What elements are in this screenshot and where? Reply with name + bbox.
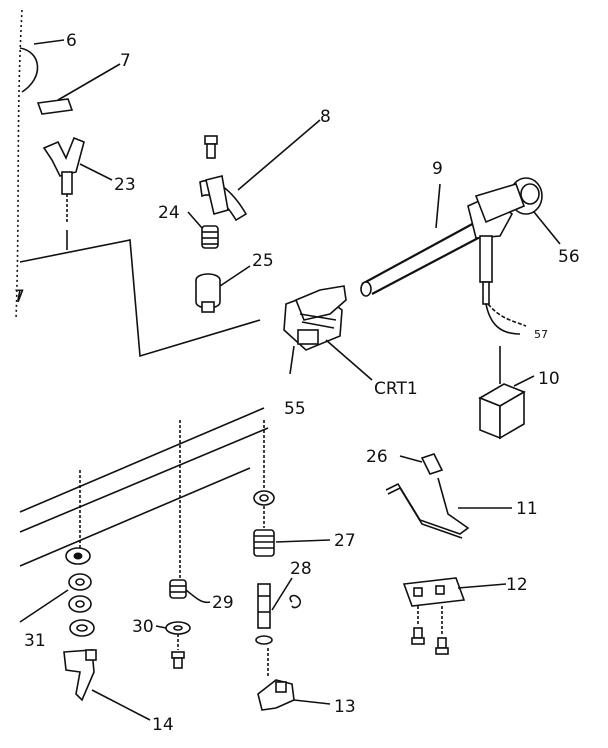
part-7-pad [36, 63, 121, 115]
label-28: 28 [290, 559, 312, 579]
label-14: 14 [152, 715, 174, 735]
part-56-counterweight-pivot [467, 177, 561, 305]
part-28-shaft [255, 577, 293, 645]
part-57-lead-wires [485, 303, 527, 335]
label-26: 26 [366, 447, 388, 467]
part-10-cube [478, 346, 535, 440]
label-55: 55 [284, 399, 306, 419]
part-23-bracket [42, 136, 113, 250]
part-28-e-clip [289, 594, 302, 609]
chassis-dotted-edge [15, 9, 23, 321]
part-14-lever-block [63, 649, 151, 721]
label-7: 7 [120, 51, 131, 71]
part-55-cartridge [283, 285, 373, 381]
part-24-spring [187, 211, 219, 249]
label-9: 9 [432, 159, 443, 179]
part-6-disc-edge [19, 39, 65, 93]
label-25: 25 [252, 251, 274, 271]
label-57: 57 [534, 328, 548, 341]
part-12-plate [402, 577, 507, 607]
part-30-washer-screw [155, 621, 191, 669]
reference-zigzag-upper [17, 239, 261, 358]
part-12-screws [411, 606, 449, 655]
label-crt1: CRT1 [374, 379, 418, 399]
label-13: 13 [334, 697, 356, 717]
part-11-wire-spring [385, 477, 512, 539]
part-26-clip [399, 453, 444, 475]
label-8: 8 [320, 107, 331, 127]
label-10: 10 [538, 369, 560, 389]
label-23: 23 [114, 175, 136, 195]
label-24: 24 [158, 203, 180, 223]
label-11: 11 [516, 499, 538, 519]
part-25-bushing [195, 265, 251, 313]
label-31: 31 [24, 631, 46, 651]
part-29-spring [169, 579, 211, 604]
part-labels: 6 7 8 9 23 24 56 25 7 57 10 CRT1 55 26 1… [14, 31, 580, 735]
part-8-arm-lifter [199, 119, 321, 222]
part-9-tone-arm [360, 183, 483, 297]
part-31-washer-stack [19, 547, 95, 637]
label-56: 56 [558, 247, 580, 267]
label-12: 12 [506, 575, 528, 595]
chassis-lower-lines [19, 407, 269, 582]
label-7-left: 7 [14, 287, 25, 307]
label-27: 27 [334, 531, 356, 551]
part-8-screw-top [204, 135, 218, 159]
label-29: 29 [212, 593, 234, 613]
part-13-bracket [257, 648, 331, 711]
part-27-spring-stack [253, 490, 331, 557]
label-6: 6 [66, 31, 77, 51]
label-30: 30 [132, 617, 154, 637]
